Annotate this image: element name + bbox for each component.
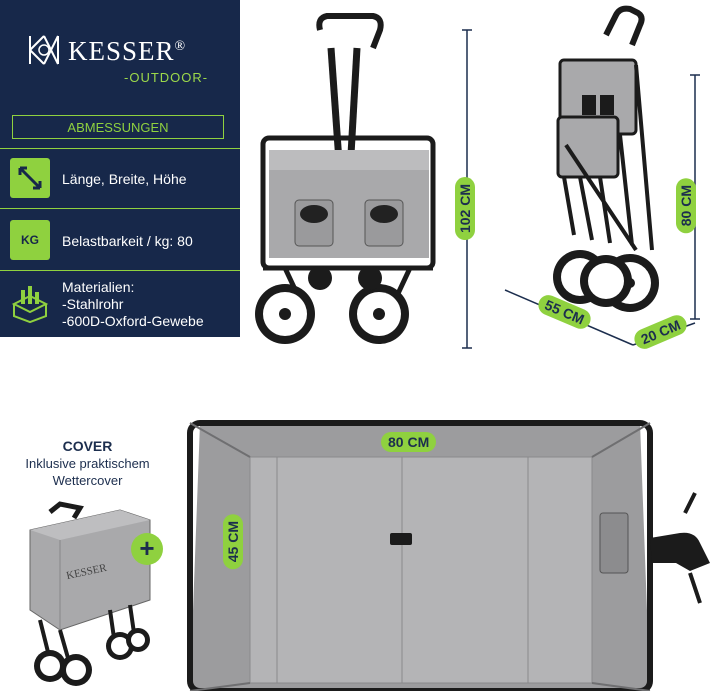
cover-line-2: Wettercover <box>52 473 123 488</box>
section-label-abmessungen: ABMESSUNGEN <box>12 115 224 139</box>
materials-fabric: -600D-Oxford-Gewebe <box>62 313 204 329</box>
kesser-monogram-icon <box>29 35 59 65</box>
cover-caption: COVER Inklusive praktischem Wettercover <box>0 438 175 489</box>
brand-name: KESSER® <box>68 36 187 66</box>
row-dimensions: Länge, Breite, Höhe <box>0 148 240 209</box>
dim-height-folded: 80 CM <box>676 178 696 234</box>
wagon-folded-illustration <box>553 5 659 312</box>
plus-badge: + <box>131 533 163 565</box>
brand-subtitle: -OUTDOOR- <box>124 70 209 85</box>
weight-kg-icon: KG <box>10 220 50 260</box>
cover-title: COVER <box>62 438 113 454</box>
cover-bag-illustration <box>29 501 151 686</box>
row-dimensions-text: Länge, Breite, Höhe <box>62 171 187 187</box>
info-panel: KESSER® -OUTDOOR- ABMESSUNGEN Länge, Bre… <box>0 0 240 337</box>
dim-top-width: 45 CM <box>223 514 243 570</box>
dimensions-icon <box>10 158 50 198</box>
materials-heading: Materialien: <box>62 279 135 295</box>
wagon-open-illustration <box>255 13 436 344</box>
row-load-capacity-text: Belastbarkeit / kg: 80 <box>62 233 193 249</box>
dim-height-open: 102 CM <box>455 177 475 241</box>
materials-steel: -Stahlrohr <box>62 296 124 312</box>
dim-top-length: 80 CM <box>381 432 437 452</box>
cover-line-1: Inklusive praktischem <box>25 456 150 471</box>
row-load-capacity: KG Belastbarkeit / kg: 80 <box>0 208 240 271</box>
wagon-top-view-illustration <box>187 420 710 691</box>
row-materials: Materialien: -Stahlrohr -600D-Oxford-Gew… <box>0 270 240 338</box>
brand-logo: KESSER® -OUTDOOR- <box>24 28 224 88</box>
materials-icon <box>10 283 50 324</box>
